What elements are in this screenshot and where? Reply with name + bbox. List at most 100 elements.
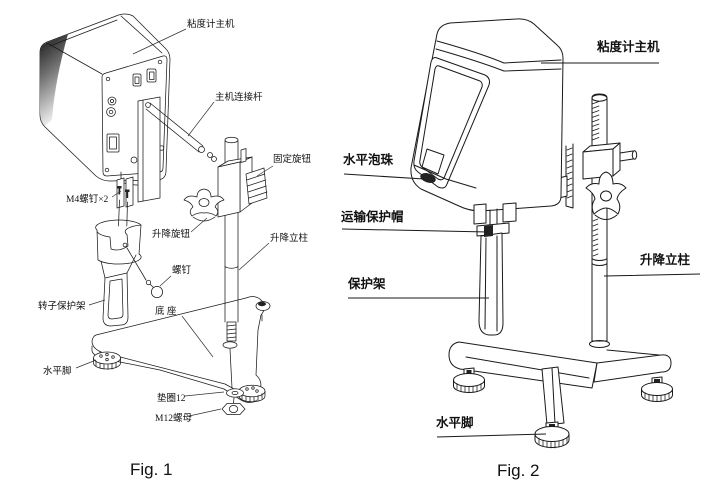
fig2-foot-left-stem-dark <box>466 370 472 375</box>
round-connector <box>106 107 116 117</box>
fig1-machine <box>39 13 171 227</box>
fig2-star-knob-skirt <box>594 214 618 220</box>
fig2-column-thread-hatch-upper <box>591 101 600 141</box>
fig1-foot-left-side <box>93 357 121 370</box>
fig1-caption: Fig. 1 <box>130 460 173 479</box>
fig1-label-m4-screws: M4螺钉×2 <box>66 194 109 205</box>
fig2-base-left-arm <box>448 341 598 389</box>
fig1-column-thread-tip <box>226 321 237 342</box>
fig2-foot-right-stem-dark <box>654 379 660 384</box>
fig1-foot-front <box>238 384 266 403</box>
fig2-foot-right <box>641 376 673 402</box>
fig2-column-thread-hatch-lower <box>592 218 599 257</box>
fig1-fixing-knob-body <box>245 167 268 205</box>
fig1-label-lifting-column: 升降立柱 <box>270 232 309 244</box>
fig1-screw-guides <box>118 199 128 227</box>
fig1-rotor-guard <box>95 219 147 327</box>
fig1-column-lower <box>224 211 239 323</box>
fig2-bubble-ledge <box>413 164 477 189</box>
fig2-leader-lines <box>341 62 701 438</box>
fig2-star-knob-body <box>585 171 627 215</box>
fig2-foot-right-top <box>641 382 673 396</box>
fig2-machine-top-seams <box>435 40 562 72</box>
fig1-machine-shaded-front <box>40 34 68 126</box>
fig1-foot-front-hole <box>251 386 255 390</box>
fig1-washer <box>226 388 244 398</box>
fig1-bracket-plate <box>116 177 125 209</box>
fig2-caption: Fig. 2 <box>497 461 540 480</box>
fig1-base-hole <box>222 341 238 349</box>
fig1-foot-left-hole <box>99 354 103 358</box>
round-connector-pin <box>108 109 114 115</box>
fig2-label-level-bubble: 水平泡珠 <box>343 152 394 167</box>
fig2-label-leveling-foot: 水平脚 <box>436 415 474 430</box>
fig2-label-transport-cap: 运输保护帽 <box>341 209 404 224</box>
fig1-panel-connectors <box>106 68 157 164</box>
fig1-label-m12-nut: M12螺母 <box>155 413 192 424</box>
fig1-lifting-knob-star <box>183 188 225 217</box>
fig1-rod-end <box>198 146 205 153</box>
m4-screw <box>117 186 122 195</box>
fig1-washer-hole <box>231 391 239 395</box>
fig1-rod-cap <box>207 152 213 158</box>
fig1-label-leveling-foot: 水平脚 <box>43 365 72 377</box>
fig1-guard-hole <box>122 242 128 248</box>
fig1-label-washer: 垫圈12 <box>157 392 186 404</box>
fig1-label-screw: 螺钉 <box>172 265 192 276</box>
fig1-fixing-knob-ribs <box>246 173 268 199</box>
panel-screw <box>105 76 111 82</box>
fig2-foot-left-knurl <box>456 383 482 393</box>
fig2-handle-cap <box>631 150 638 160</box>
fig1-clamp-front <box>217 161 241 218</box>
fig1-guard-taper <box>100 254 137 279</box>
fig2-bracket-hatch <box>566 147 573 199</box>
fig2-clamp-right <box>612 142 621 177</box>
fig1-base <box>91 296 271 403</box>
fig2-column-cap <box>591 94 608 102</box>
fig1-leader-lines <box>75 28 274 417</box>
fig2-foot-left <box>453 367 485 393</box>
fig1-rear-foot-cap <box>258 301 266 307</box>
fig1-foot-front-knurl <box>241 393 263 403</box>
fig2-base-right-arm-line <box>606 349 660 356</box>
fig1-foot-left-knurl <box>95 360 117 370</box>
fig2-base-front-post-line <box>551 367 556 425</box>
fig2-guard-inner-lines <box>484 235 498 332</box>
dsub-connector-inner <box>134 76 140 84</box>
fig1-label-connecting-rod: 主机连接杆 <box>215 91 263 103</box>
fig1-ball-screw <box>145 279 163 298</box>
fig2-label-guard: 保护架 <box>347 276 386 291</box>
fig1-label-rotor-guard: 转子保护架 <box>38 300 86 312</box>
round-connector <box>107 96 117 106</box>
power-switch-rocker <box>109 136 117 150</box>
fig2-star-knob <box>585 171 627 220</box>
fig1-foot-left-hole <box>111 355 115 359</box>
fig1-m4-screws <box>117 186 130 198</box>
fig2-shaft-block <box>473 203 487 225</box>
fig2-machine <box>410 18 564 212</box>
fig1-washer-nut <box>221 348 246 415</box>
fig1-machine-top-edges <box>46 15 163 75</box>
m4-screw <box>125 189 130 198</box>
fig2-level-bubble <box>420 173 436 183</box>
fig1-label-fixing-knob: 固定旋钮 <box>273 153 312 165</box>
panel-screw <box>104 167 110 173</box>
fig1-foot-left <box>93 351 121 370</box>
panel-bottom-hole <box>130 156 138 164</box>
fig2-label-main-unit: 粘度计主机 <box>597 39 660 54</box>
fig2-guard-body <box>478 232 504 336</box>
fig2-spindle-area <box>473 202 517 336</box>
fig1-label-base: 底 座 <box>155 305 177 317</box>
dsub-connector <box>132 73 142 87</box>
dsub-connector-inner <box>149 71 155 80</box>
fig2-base <box>448 341 672 426</box>
fig1-guard-paddle-slot <box>107 278 124 320</box>
fig2-column-seams <box>591 257 608 266</box>
fig2-handle-rod <box>619 150 634 162</box>
fig1-foot-front-hole <box>245 387 249 391</box>
fig2-label-lifting-column: 升降立柱 <box>640 252 691 267</box>
fig2-foot-right-knurl <box>644 392 670 402</box>
fig2-clamp <box>582 142 638 180</box>
